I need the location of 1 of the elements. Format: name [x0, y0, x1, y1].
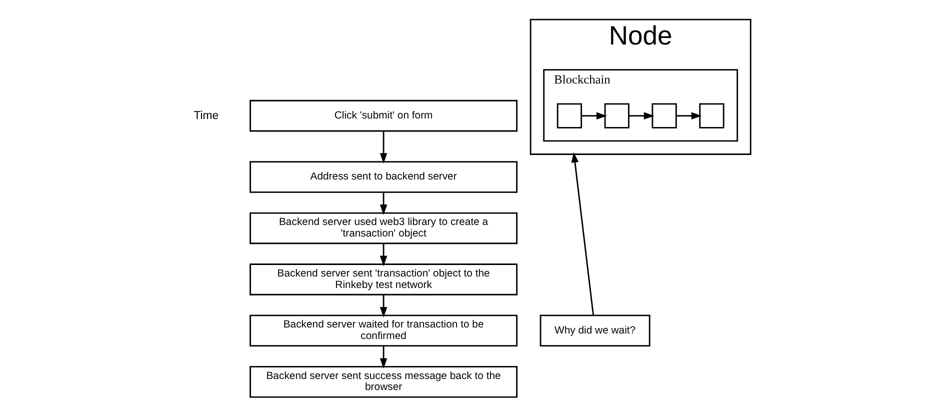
- label: Time: [194, 110, 219, 122]
